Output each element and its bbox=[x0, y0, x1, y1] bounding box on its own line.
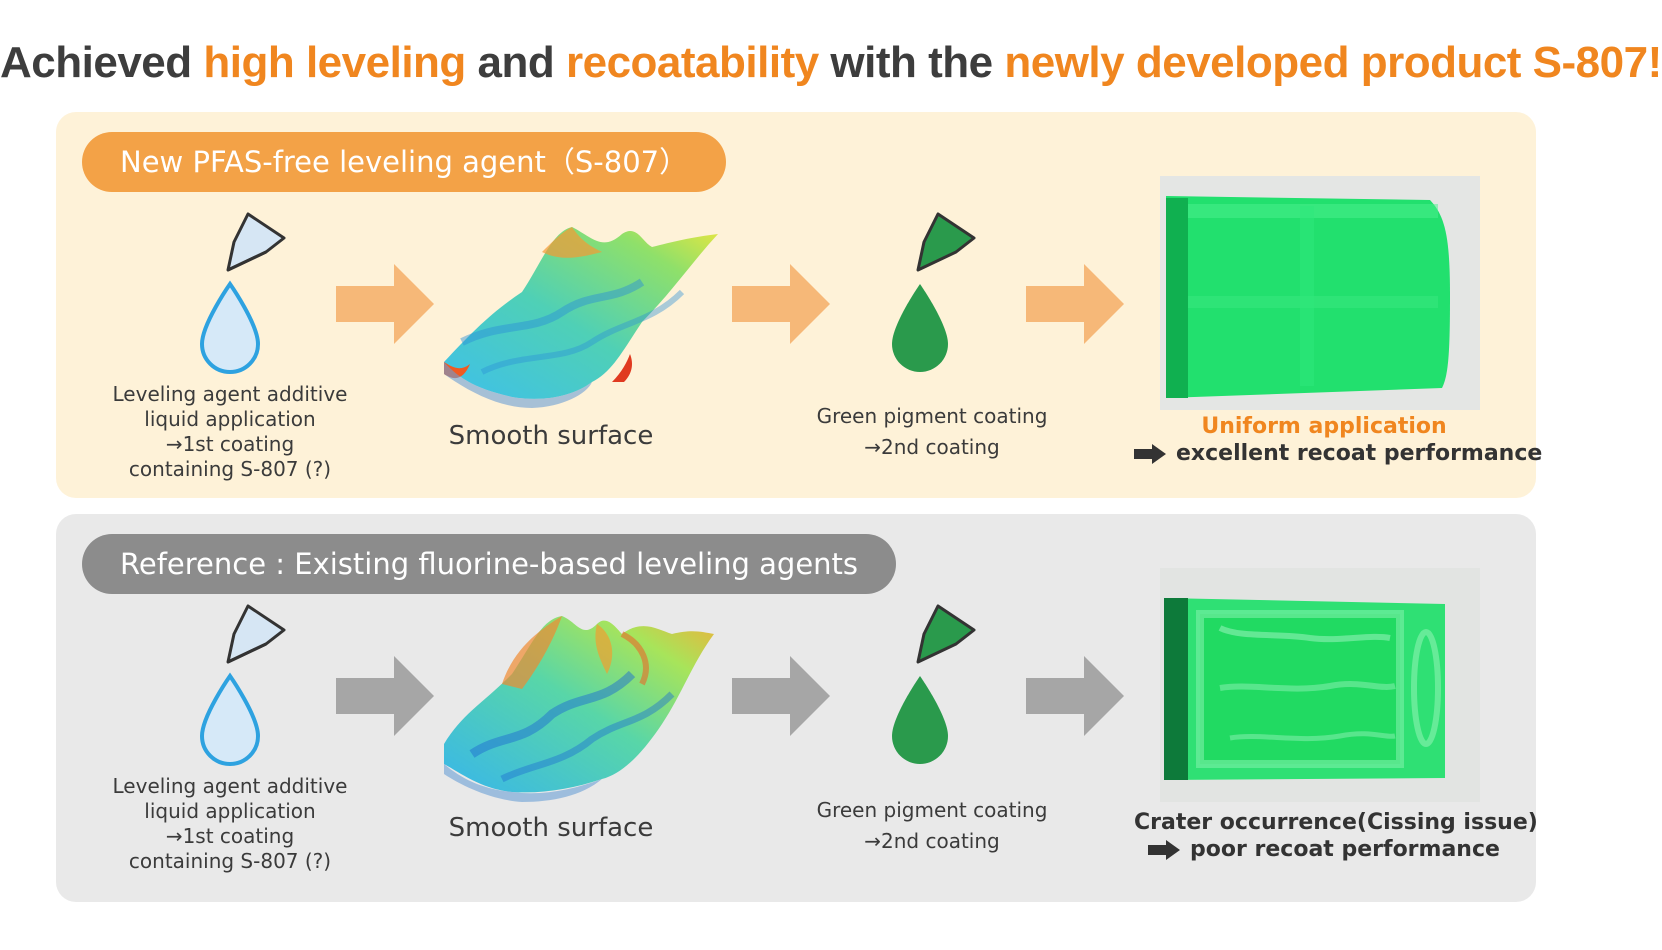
step3-caption: Green pigment coating →2nd coating bbox=[812, 404, 1052, 460]
dropper-green-drop-icon-2 bbox=[886, 604, 976, 764]
uniform-coating-photo bbox=[1160, 176, 1480, 410]
step1-line-1: Leveling agent additive bbox=[112, 382, 348, 406]
title-highlight-leveling: high leveling bbox=[203, 38, 466, 87]
result-caption: Uniform application excellent recoat per… bbox=[1134, 414, 1542, 466]
ref-step1-caption: Leveling agent additive liquid applicati… bbox=[102, 774, 358, 874]
panel-new-agent: New PFAS-free leveling agent（S-807） Leve… bbox=[56, 112, 1542, 498]
arrow-right-icon-gray-3 bbox=[1026, 656, 1126, 736]
step1-line-2: liquid application bbox=[144, 407, 316, 431]
black-arrow-icon bbox=[1134, 444, 1166, 464]
dropper-blue-drop-icon-2 bbox=[196, 604, 286, 766]
step3-line-1: Green pigment coating bbox=[816, 404, 1048, 428]
crater-coating-photo bbox=[1160, 568, 1480, 802]
title-part-5: with the bbox=[818, 38, 1005, 87]
ref-step2-caption: Smooth surface bbox=[448, 813, 654, 843]
arrow-right-icon-3 bbox=[1026, 264, 1126, 344]
panel-label-reference: Reference : Existing fluorine-based leve… bbox=[82, 534, 897, 594]
ref-step1-line-4: containing S-807 (?) bbox=[128, 849, 332, 873]
ref-result-line-2: poor recoat performance bbox=[1190, 837, 1500, 862]
panel-reference-agent: Reference : Existing fluorine-based leve… bbox=[56, 514, 1538, 902]
arrow-right-icon-gray-2 bbox=[732, 656, 832, 736]
step2-caption: Smooth surface bbox=[448, 421, 654, 451]
step1-line-3: →1st coating bbox=[165, 432, 295, 456]
title-highlight-product: newly developed product S-807! bbox=[1004, 38, 1662, 87]
panel-label-new-agent: New PFAS-free leveling agent（S-807） bbox=[82, 132, 727, 192]
black-arrow-icon-2 bbox=[1148, 840, 1181, 860]
title-part-1: Achieved bbox=[0, 38, 204, 87]
result-line-2: excellent recoat performance bbox=[1176, 441, 1543, 466]
title-highlight-recoatability: recoatability bbox=[565, 38, 819, 87]
page-title: Achieved high leveling and recoatability… bbox=[0, 38, 1662, 88]
step1-caption: Leveling agent additive liquid applicati… bbox=[102, 382, 358, 482]
ref-step1-line-2: liquid application bbox=[144, 799, 316, 823]
arrow-right-icon-gray bbox=[336, 656, 436, 736]
ref-step3-line-2: →2nd coating bbox=[864, 829, 1000, 853]
dropper-blue-drop-icon bbox=[196, 212, 286, 374]
ref-step3-caption: Green pigment coating →2nd coating bbox=[812, 798, 1052, 854]
rough-surface-3d-plot bbox=[442, 614, 722, 804]
ref-result-caption: Crater occurrence(Cissing issue) poor re… bbox=[1134, 810, 1538, 862]
result-line-1: Uniform application bbox=[1201, 414, 1447, 439]
ref-step1-line-3: →1st coating bbox=[165, 824, 295, 848]
smooth-surface-3d-plot bbox=[442, 222, 722, 412]
dropper-green-drop-icon bbox=[886, 212, 976, 372]
step3-line-2: →2nd coating bbox=[864, 435, 1000, 459]
arrow-right-icon-2 bbox=[732, 264, 832, 344]
step1-line-4: containing S-807 (?) bbox=[128, 457, 332, 481]
ref-step3-line-1: Green pigment coating bbox=[816, 798, 1048, 822]
ref-step1-line-1: Leveling agent additive bbox=[112, 774, 348, 798]
title-part-3: and bbox=[465, 38, 566, 87]
arrow-right-icon bbox=[336, 264, 436, 344]
ref-result-line-1: Crater occurrence(Cissing issue) bbox=[1134, 810, 1538, 835]
